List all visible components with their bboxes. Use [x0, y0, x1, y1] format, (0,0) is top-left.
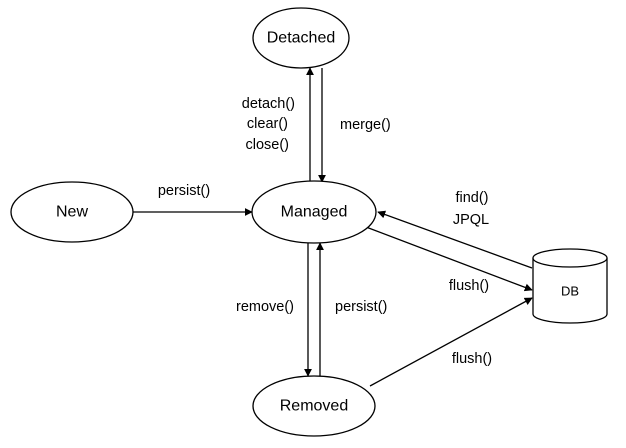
label-flush-removed: flush()	[452, 351, 492, 367]
edge-removed-to-db	[369, 297, 533, 387]
node-managed-label: Managed	[281, 204, 348, 221]
node-new-label: New	[56, 204, 88, 221]
edge-db-to-managed	[377, 210, 533, 269]
node-detached-label: Detached	[267, 30, 336, 47]
label-merge: merge()	[340, 117, 391, 133]
label-jpql: JPQL	[453, 212, 489, 228]
label-remove: remove()	[236, 299, 294, 315]
node-removed	[252, 375, 376, 437]
node-detached	[252, 7, 350, 69]
node-removed-label: Removed	[280, 398, 348, 415]
node-new	[10, 181, 134, 243]
label-persist-new: persist()	[158, 183, 210, 199]
node-db-label: DB	[561, 284, 579, 299]
label-detach: detach()	[242, 96, 295, 112]
label-find: find()	[455, 190, 488, 206]
edge-managed-to-db	[365, 226, 533, 292]
label-close: close()	[245, 137, 289, 153]
node-db: DB	[532, 248, 608, 324]
label-persist-removed: persist()	[335, 299, 387, 315]
node-managed	[251, 180, 377, 244]
label-flush-managed: flush()	[449, 278, 489, 294]
label-clear: clear()	[247, 116, 288, 132]
